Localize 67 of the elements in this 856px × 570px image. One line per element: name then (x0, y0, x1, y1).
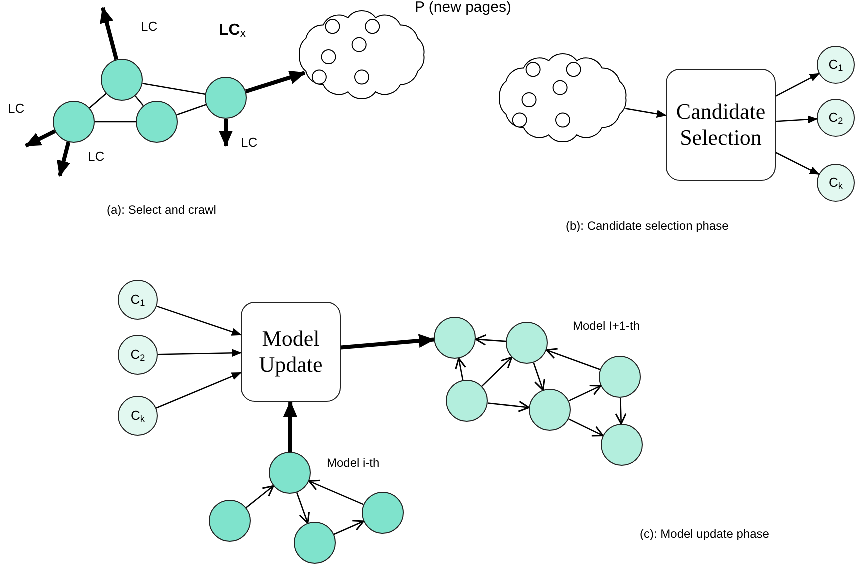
candidate-circle (118, 335, 158, 375)
node-label: C$_{2}$ (828, 110, 844, 126)
graph-node (446, 380, 488, 422)
graph-node (529, 389, 571, 431)
edge-label: LC (8, 102, 25, 115)
process-box (666, 69, 776, 181)
caption-text: Model i-th (327, 456, 380, 470)
arrow (246, 485, 274, 508)
graph-node (506, 322, 548, 364)
candidate-circle (817, 46, 855, 84)
graph-node (599, 356, 641, 398)
graph-node (294, 522, 336, 564)
caption-text: (c): Model update phase (640, 527, 770, 541)
cloud-label: P (new pages) (415, 0, 512, 16)
graph-node (53, 101, 95, 143)
arrow (296, 492, 310, 524)
arrow (219, 119, 233, 147)
node-label: C$_{k}$ (131, 408, 145, 424)
node-label: C$_{1}$ (828, 57, 844, 73)
arrow (626, 108, 667, 118)
arrow (776, 73, 820, 97)
edge-label: LC (88, 150, 105, 163)
caption-text: (a): Select and crawl (107, 203, 216, 217)
arrow (100, 7, 119, 60)
graph-node (136, 101, 178, 143)
candidate-circle (817, 99, 855, 137)
caption-text: Model I+1-th (573, 319, 640, 333)
arrow (156, 306, 242, 336)
arrow (158, 349, 242, 358)
arrow (568, 418, 604, 437)
graph-node (209, 500, 251, 542)
edge-label: LC (141, 20, 158, 33)
arrow (334, 520, 365, 536)
candidate-circle (817, 164, 855, 202)
arrow (776, 116, 818, 124)
arrow (57, 142, 71, 177)
candidate-circle (118, 280, 158, 320)
arrow (156, 372, 242, 409)
process-box (241, 302, 341, 402)
node-label: C$_{k}$ (829, 175, 843, 191)
graph-node (269, 452, 311, 494)
arrow (488, 400, 530, 412)
arrow (615, 398, 627, 425)
node-label: C$_{2}$ (130, 347, 146, 363)
caption-text: (b): Candidate selection phase (566, 219, 729, 233)
graph-node (362, 492, 404, 534)
edge-label: LC (241, 136, 258, 149)
graph-node (434, 317, 476, 359)
arrow (25, 130, 56, 148)
arrow (475, 334, 506, 346)
arrow (533, 362, 546, 391)
arrow (568, 384, 602, 402)
node-label: C$_{1}$ (130, 292, 146, 308)
arrow (776, 152, 820, 176)
node-label: Model Update (258, 326, 324, 378)
arrow (546, 348, 600, 370)
candidate-circle (118, 396, 158, 436)
arrow (455, 358, 466, 380)
node-label: Candidate Selection (675, 98, 767, 152)
arrow (283, 401, 298, 452)
arrow (245, 70, 306, 94)
arrow (340, 334, 436, 350)
arrow (482, 356, 513, 387)
graph-node (205, 77, 247, 119)
graph-node (101, 59, 143, 101)
graph-node (601, 424, 643, 466)
arrow (308, 480, 364, 506)
